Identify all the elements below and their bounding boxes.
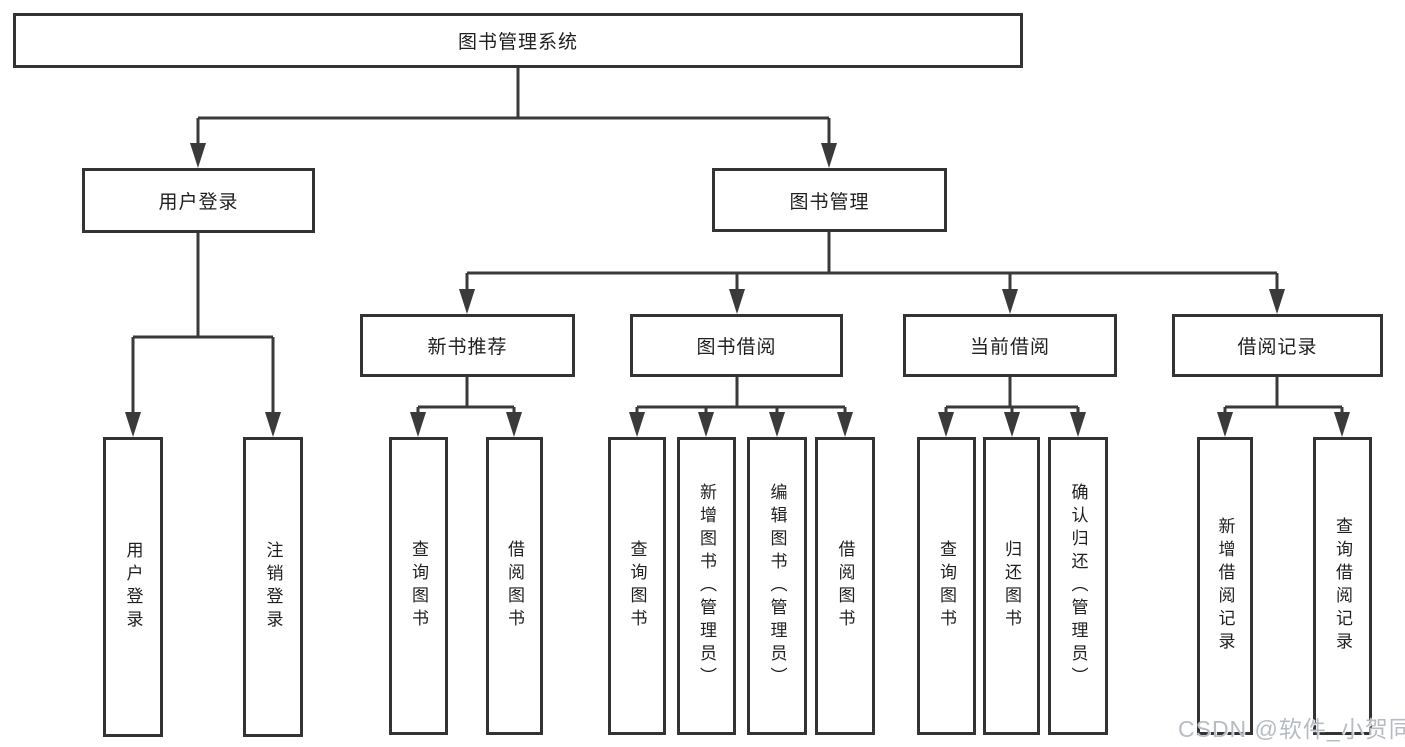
arrowhead — [1002, 289, 1018, 314]
node-leaf-query-books-3: 查询图书 — [917, 437, 976, 735]
node-label: 注销登录 — [263, 541, 283, 633]
arrowhead — [821, 143, 837, 168]
node-label: 借阅图书 — [505, 540, 524, 632]
arrowhead — [1217, 412, 1233, 437]
node-label: 查询借阅记录 — [1333, 517, 1352, 655]
node-label: 新书推荐 — [427, 337, 508, 358]
node-label: 查询图书 — [627, 540, 647, 632]
arrowhead — [698, 412, 714, 437]
node-label: 确认归还（管理员） — [1068, 482, 1088, 690]
node-label: 图书借阅 — [696, 337, 777, 358]
node-leaf-logout: 注销登录 — [243, 437, 303, 737]
arrowhead — [1004, 412, 1020, 437]
node-user-login: 用户登录 — [82, 168, 315, 233]
arrowhead — [459, 289, 475, 314]
node-label: 查询图书 — [937, 540, 956, 632]
node-root: 图书管理系统 — [13, 13, 1023, 68]
node-leaf-borrow-books-2: 借阅图书 — [815, 437, 875, 735]
arrowhead — [769, 412, 785, 437]
watermark: CSDN @软件_小贺同学 — [1178, 716, 1405, 742]
node-label: 图书管理系统 — [457, 32, 578, 53]
node-leaf-return-book: 归还图书 — [983, 437, 1040, 735]
arrowhead — [629, 412, 645, 437]
arrowhead — [837, 412, 853, 437]
node-book-borrow: 图书借阅 — [630, 314, 843, 377]
node-current-borrow: 当前借阅 — [903, 314, 1117, 377]
arrowhead — [506, 412, 522, 437]
node-leaf-confirm-return-admin: 确认归还（管理员） — [1048, 437, 1108, 735]
arrowhead — [265, 412, 281, 437]
node-borrow-records: 借阅记录 — [1172, 314, 1383, 377]
node-leaf-add-book-admin: 新增图书（管理员） — [677, 437, 736, 735]
node-label: 新增图书（管理员） — [697, 482, 716, 690]
node-label: 查询图书 — [409, 540, 428, 632]
node-label: 用户登录 — [123, 541, 143, 633]
node-label: 当前借阅 — [969, 337, 1050, 358]
arrowhead — [938, 412, 954, 437]
node-leaf-query-books-2: 查询图书 — [608, 437, 666, 735]
node-label: 编辑图书（管理员） — [767, 482, 787, 690]
node-leaf-query-books-1: 查询图书 — [389, 437, 448, 735]
node-leaf-query-borrow-record: 查询借阅记录 — [1313, 437, 1372, 735]
node-label: 归还图书 — [1002, 540, 1021, 632]
node-label: 新增借阅记录 — [1215, 517, 1235, 655]
arrowhead — [1334, 412, 1350, 437]
node-book-management: 图书管理 — [712, 168, 947, 232]
arrowhead — [410, 412, 426, 437]
arrowhead — [1070, 412, 1086, 437]
node-label: 图书管理 — [789, 191, 870, 213]
node-new-book-recommend: 新书推荐 — [360, 314, 575, 377]
node-label: 借阅图书 — [835, 540, 855, 632]
node-label: 用户登录 — [158, 192, 239, 213]
node-leaf-borrow-books-1: 借阅图书 — [486, 437, 543, 735]
node-leaf-user-login: 用户登录 — [103, 437, 163, 737]
arrowhead — [1269, 289, 1285, 314]
arrowhead — [190, 143, 206, 168]
arrowhead — [125, 412, 141, 437]
node-leaf-add-borrow-record: 新增借阅记录 — [1197, 437, 1253, 735]
node-leaf-edit-book-admin: 编辑图书（管理员） — [747, 437, 807, 735]
node-label: 借阅记录 — [1237, 337, 1318, 358]
arrowhead — [729, 289, 745, 314]
